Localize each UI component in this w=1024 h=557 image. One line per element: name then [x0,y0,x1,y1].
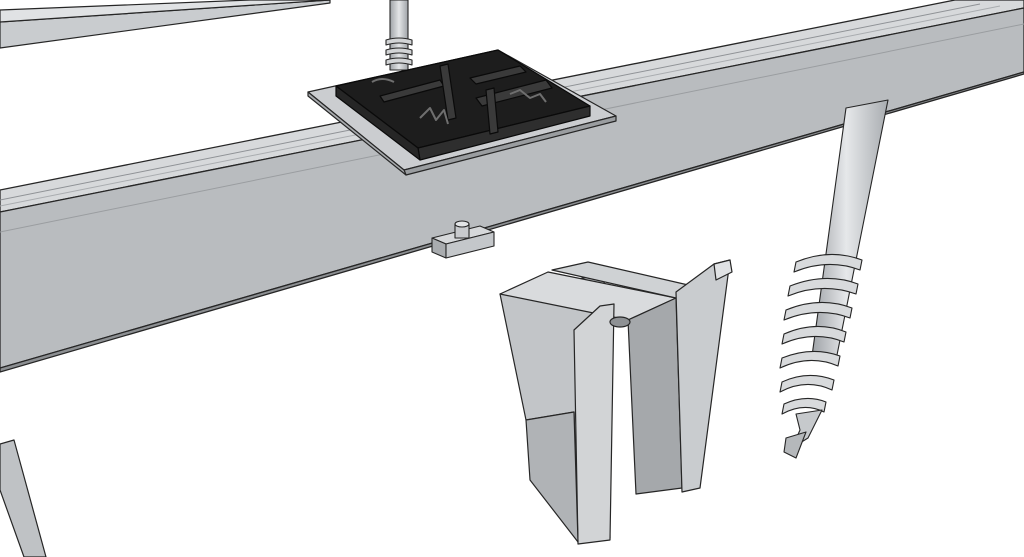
ground-screw [779,99,889,459]
joist-bracket [499,259,733,545]
ground-screw-top [385,0,413,71]
rubber-spacer-pad [335,49,591,161]
upper-rail [0,0,331,49]
t-bolt-clamp [431,220,495,259]
support-leg [0,439,47,557]
